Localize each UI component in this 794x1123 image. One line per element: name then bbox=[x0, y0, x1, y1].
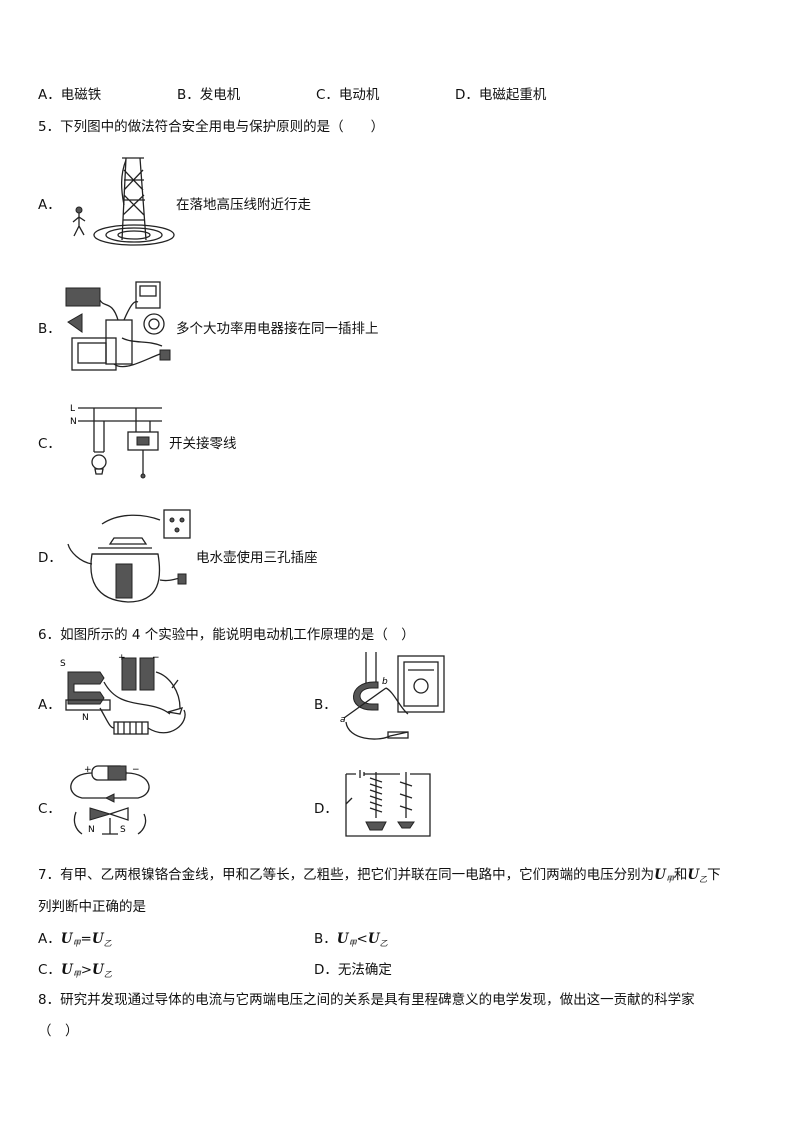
q7-and-text: 和 bbox=[673, 867, 688, 883]
q5-stem: 5．下列图中的做法符合安全用电与保护原则的是（ ） bbox=[38, 119, 385, 135]
q5-option-d-letter: D． bbox=[38, 550, 62, 566]
u-yi-subscript: 乙 bbox=[699, 875, 708, 884]
q6-option-d-letter: D． bbox=[314, 801, 338, 817]
q5-option-c-letter: C． bbox=[38, 436, 61, 452]
q6-option-a-letter: A． bbox=[38, 697, 61, 713]
cell-minus-label: − bbox=[132, 765, 140, 775]
live-wire-label: L bbox=[70, 404, 75, 414]
switch-on-neutral-wiring-figure: L N bbox=[70, 404, 162, 479]
q5-option-d-caption: 电水壶使用三孔插座 bbox=[196, 550, 318, 566]
magnet-north-label: N bbox=[82, 713, 89, 723]
needle-north-label: N bbox=[88, 825, 95, 835]
q8-stem: 8．研究并发现通过导体的电流与它两端电压之间的关系是具有里程碑意义的电学发现，做… bbox=[38, 992, 695, 1008]
needle-south-label: S bbox=[120, 825, 126, 835]
q5-option-c-caption: 开关接零线 bbox=[169, 436, 237, 452]
q7-option-c: C．U甲>U乙 bbox=[38, 962, 112, 979]
q4-option-a: A．电磁铁 bbox=[38, 87, 102, 103]
electric-kettle-three-pin-socket-figure bbox=[67, 509, 191, 603]
q7-stem-text: 7．有甲、乙两根镍铬合金线，甲和乙等长，乙粗些，把它们并联在同一电路中，它们两端… bbox=[38, 867, 655, 883]
q7-line-end: 下 bbox=[707, 867, 721, 883]
q7-option-b: B．U甲<U乙 bbox=[314, 931, 388, 948]
q5-option-b-letter: B． bbox=[38, 321, 61, 337]
battery-minus-label: − bbox=[152, 653, 160, 663]
q7-stem-line-1: 7．有甲、乙两根镍铬合金线，甲和乙等长，乙粗些，把它们并联在同一电路中，它们两端… bbox=[38, 863, 721, 885]
q5-option-a-caption: 在落地高压线附近行走 bbox=[176, 197, 311, 213]
q4-option-b: B．发电机 bbox=[177, 87, 241, 103]
neutral-wire-label: N bbox=[70, 417, 77, 427]
q7-option-a: A．U甲=U乙 bbox=[38, 931, 112, 948]
cell-plus-label: + bbox=[84, 765, 92, 775]
q4-option-d: D．电磁起重机 bbox=[455, 87, 547, 103]
conductor-in-magnetic-field-galvanometer-figure: a b bbox=[340, 652, 445, 740]
conductor-end-a-label: a bbox=[340, 715, 346, 725]
q7-option-d: D．无法确定 bbox=[314, 962, 392, 978]
magnet-south-label: S bbox=[60, 659, 66, 669]
oersted-experiment-figure: + − N S bbox=[70, 765, 150, 835]
u-symbol: U bbox=[687, 867, 700, 883]
q6-option-b-letter: B． bbox=[314, 697, 337, 713]
electromagnet-turns-comparison-figure bbox=[345, 770, 431, 837]
q5-option-b-caption: 多个大功率用电器接在同一插排上 bbox=[176, 321, 379, 337]
u-jia-subscript: 甲 bbox=[665, 875, 674, 884]
q6-stem: 6．如图所示的 4 个实验中，能说明电动机工作原理的是（ ） bbox=[38, 627, 415, 643]
q8-answer-paren: （ ） bbox=[38, 1023, 79, 1039]
q7-stem-line-2: 列判断中正确的是 bbox=[38, 899, 146, 915]
q5-option-a-letter: A． bbox=[38, 197, 61, 213]
battery-plus-label: + bbox=[118, 653, 126, 663]
q6-option-c-letter: C． bbox=[38, 801, 61, 817]
overloaded-power-strip-figure bbox=[65, 281, 171, 371]
conductor-end-b-label: b bbox=[382, 677, 388, 687]
electromagnetic-induction-experiment-figure: S N + − bbox=[60, 653, 186, 735]
u-symbol: U bbox=[654, 867, 666, 883]
high-voltage-tower-figure bbox=[72, 157, 175, 246]
q4-option-c: C．电动机 bbox=[316, 87, 380, 103]
